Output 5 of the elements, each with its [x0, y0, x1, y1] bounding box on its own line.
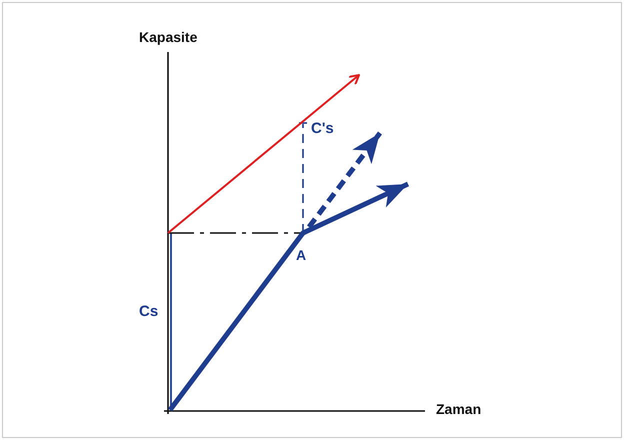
axis-title: Kapasite	[139, 30, 198, 44]
point-label: C's	[311, 121, 334, 136]
point-label: Cs	[139, 304, 158, 319]
axis-title: Zaman	[436, 402, 482, 416]
point-label: A	[296, 248, 306, 262]
